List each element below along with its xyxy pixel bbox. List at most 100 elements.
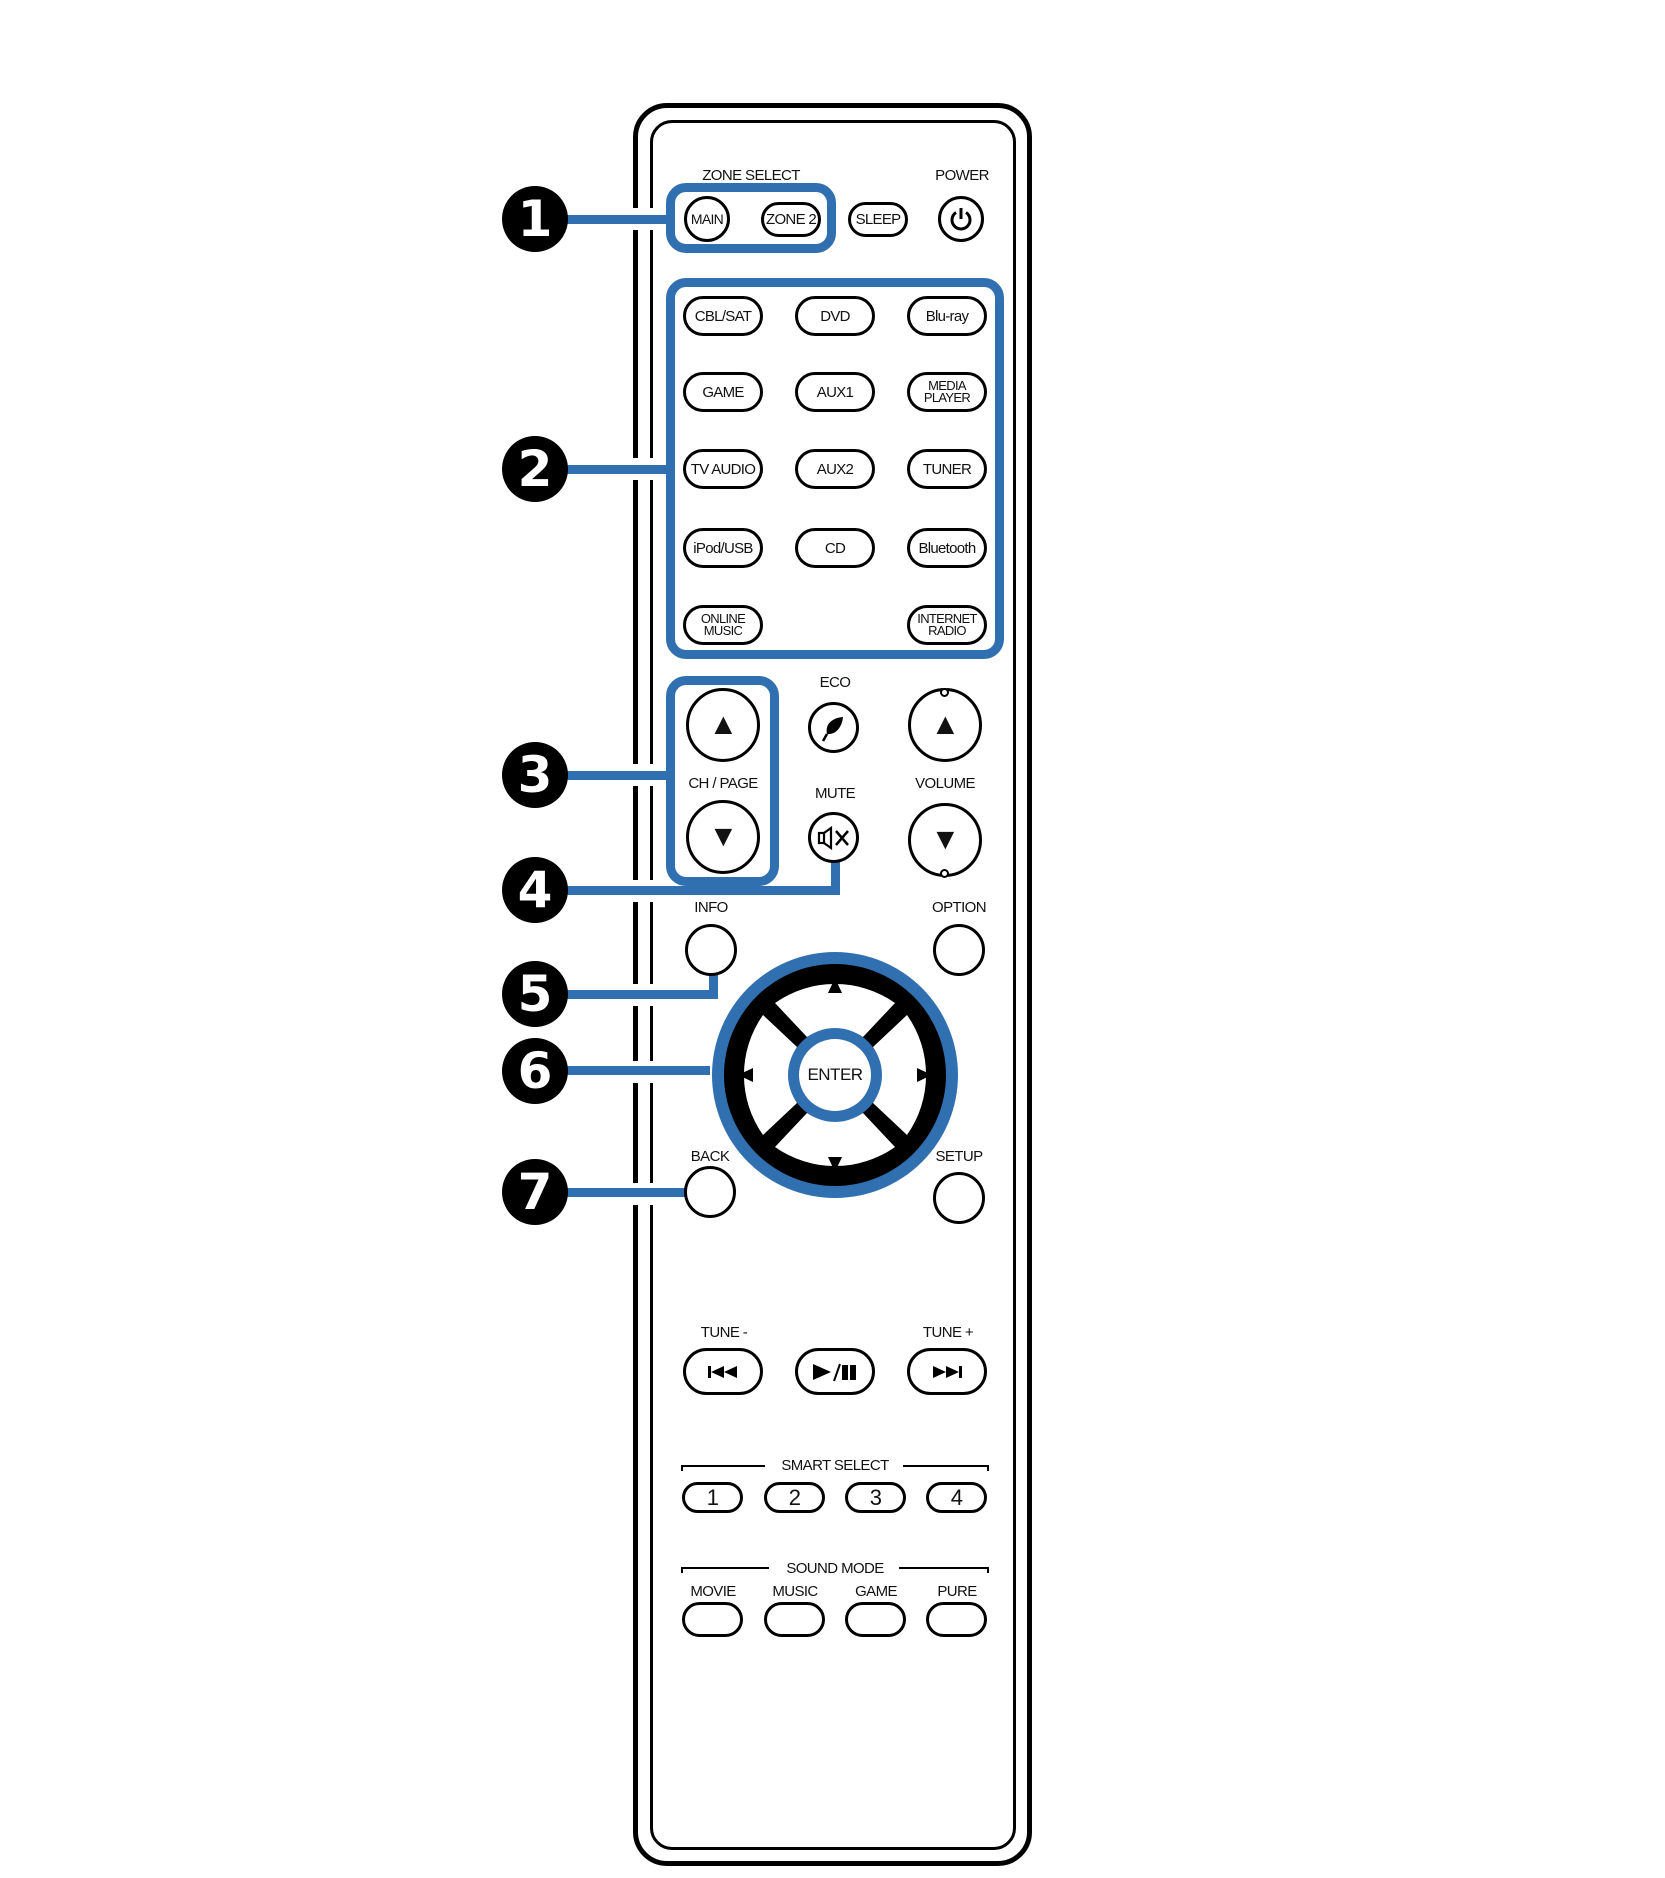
ch-page-down-button[interactable]: ▼ [686,800,760,874]
dpad-down-button[interactable] [808,1150,862,1190]
smart-select-label: SMART SELECT [781,1457,889,1474]
callout-line-7 [560,1188,686,1197]
media-player-line1: MEDIA [928,378,966,393]
leaf-icon [821,716,843,742]
source-aux1-button[interactable]: AUX1 [795,372,875,412]
smart-select-rule-left [681,1465,765,1467]
dpad-up-button[interactable] [808,958,862,998]
source-cd-button[interactable]: CD [795,528,875,568]
sound-mode-movie-label: MOVIE [690,1583,736,1600]
dpad-pads [743,983,927,1167]
skip-back-button[interactable] [683,1348,763,1395]
source-tuner-button[interactable]: TUNER [907,449,987,489]
source-aux2-button[interactable]: AUX2 [795,449,875,489]
dpad-left-button[interactable] [718,1048,758,1102]
source-tv-audio-button[interactable]: TV AUDIO [683,449,763,489]
smart-select-2-button[interactable]: 2 [764,1482,825,1513]
online-music-line1: ONLINE [700,611,746,626]
source-game-button[interactable]: GAME [683,372,763,412]
power-button[interactable] [938,196,984,242]
callout-1: 1 [502,186,568,252]
smart-select-1-button[interactable]: 1 [682,1482,743,1513]
ch-page-up-button[interactable]: ▲ [686,688,760,762]
sound-mode-rule-left [681,1567,769,1569]
back-label: BACK [690,1148,730,1165]
callout-3: 3 [502,742,568,808]
mute-label: MUTE [814,785,856,802]
dpad [705,945,965,1205]
callout-4: 4 [502,857,568,923]
sound-mode-movie-button[interactable] [682,1602,743,1637]
dpad-right-pad [873,1015,927,1135]
ch-page-highlight [666,676,779,886]
tune-plus-label: TUNE + [922,1324,974,1341]
info-label: INFO [694,899,728,916]
input-source-highlight [666,278,1004,659]
power-label: POWER [935,167,989,184]
zone2-button[interactable]: ZONE 2 [761,202,821,237]
callout-line-4-riser [831,862,840,895]
main-button[interactable]: MAIN [684,196,730,242]
dpad-down-pad [775,1113,895,1167]
enter-button[interactable]: ENTER [807,1065,863,1084]
sound-mode-game-button[interactable] [845,1602,906,1637]
source-dvd-button[interactable]: DVD [795,296,875,336]
sound-mode-music-button[interactable] [764,1602,825,1637]
sound-mode-label: SOUND MODE [786,1560,884,1577]
dpad-graphic [712,952,958,1198]
sound-mode-game-label: GAME [855,1583,897,1600]
dpad-up-pad [775,983,895,1037]
volume-up-button[interactable]: ▲ [908,688,982,762]
smart-select-tick-left [681,1465,683,1471]
eco-button[interactable] [808,702,859,753]
media-player-line2: PLAYER [923,390,971,405]
source-ipod-usb-button[interactable]: iPod/USB [683,528,763,568]
option-button[interactable] [933,924,985,976]
ch-page-label: CH / PAGE [688,775,758,792]
volume-up-tactile-dot [940,688,949,697]
online-music-line2: MUSIC [703,623,743,638]
callout-line-5 [560,990,718,999]
internet-radio-line2: RADIO [928,623,966,638]
source-media-player-button[interactable]: MEDIA PLAYER [907,372,987,412]
sleep-button[interactable]: SLEEP [848,202,908,237]
skip-forward-button[interactable] [907,1348,987,1395]
smart-select-tick-right [987,1465,989,1471]
dpad-right-button[interactable] [912,1048,952,1102]
skip-back-icon [708,1365,737,1378]
speaker-mute-icon [817,825,849,850]
volume-label: VOLUME [915,775,975,792]
volume-down-button[interactable]: ▼ [908,803,982,877]
play-pause-icon [813,1363,856,1381]
source-cbl-sat-button[interactable]: CBL/SAT [683,296,763,336]
source-bluray-button[interactable]: Blu-ray [907,296,987,336]
callout-2: 2 [502,436,568,502]
callout-line-6 [560,1066,710,1075]
info-button[interactable] [685,924,737,976]
callout-6: 6 [502,1038,568,1104]
setup-button[interactable] [933,1172,985,1224]
skip-forward-icon [933,1365,962,1378]
option-label: OPTION [932,899,987,916]
smart-select-4-button[interactable]: 4 [926,1482,987,1513]
smart-select-3-button[interactable]: 3 [845,1482,906,1513]
source-online-music-button[interactable]: ONLINE MUSIC [683,605,763,645]
sound-mode-tick-right [987,1567,989,1573]
sound-mode-pure-label: PURE [937,1583,977,1600]
volume-down-tactile-dot [940,869,949,878]
smart-select-rule-right [903,1465,989,1467]
mute-button[interactable] [808,812,859,863]
tune-minus-label: TUNE - [700,1324,748,1341]
sound-mode-rule-right [899,1567,989,1569]
power-icon [950,208,972,231]
sound-mode-pure-button[interactable] [926,1602,987,1637]
source-internet-radio-button[interactable]: INTERNET RADIO [907,605,987,645]
zone-select-label: ZONE SELECT [702,167,800,184]
zone-select-highlight [666,183,836,253]
source-bluetooth-button[interactable]: Bluetooth [907,528,987,568]
back-button[interactable] [684,1166,736,1218]
play-pause-button[interactable] [795,1348,875,1395]
callout-7: 7 [502,1159,568,1225]
setup-label: SETUP [935,1148,983,1165]
callout-line-3 [560,771,670,780]
